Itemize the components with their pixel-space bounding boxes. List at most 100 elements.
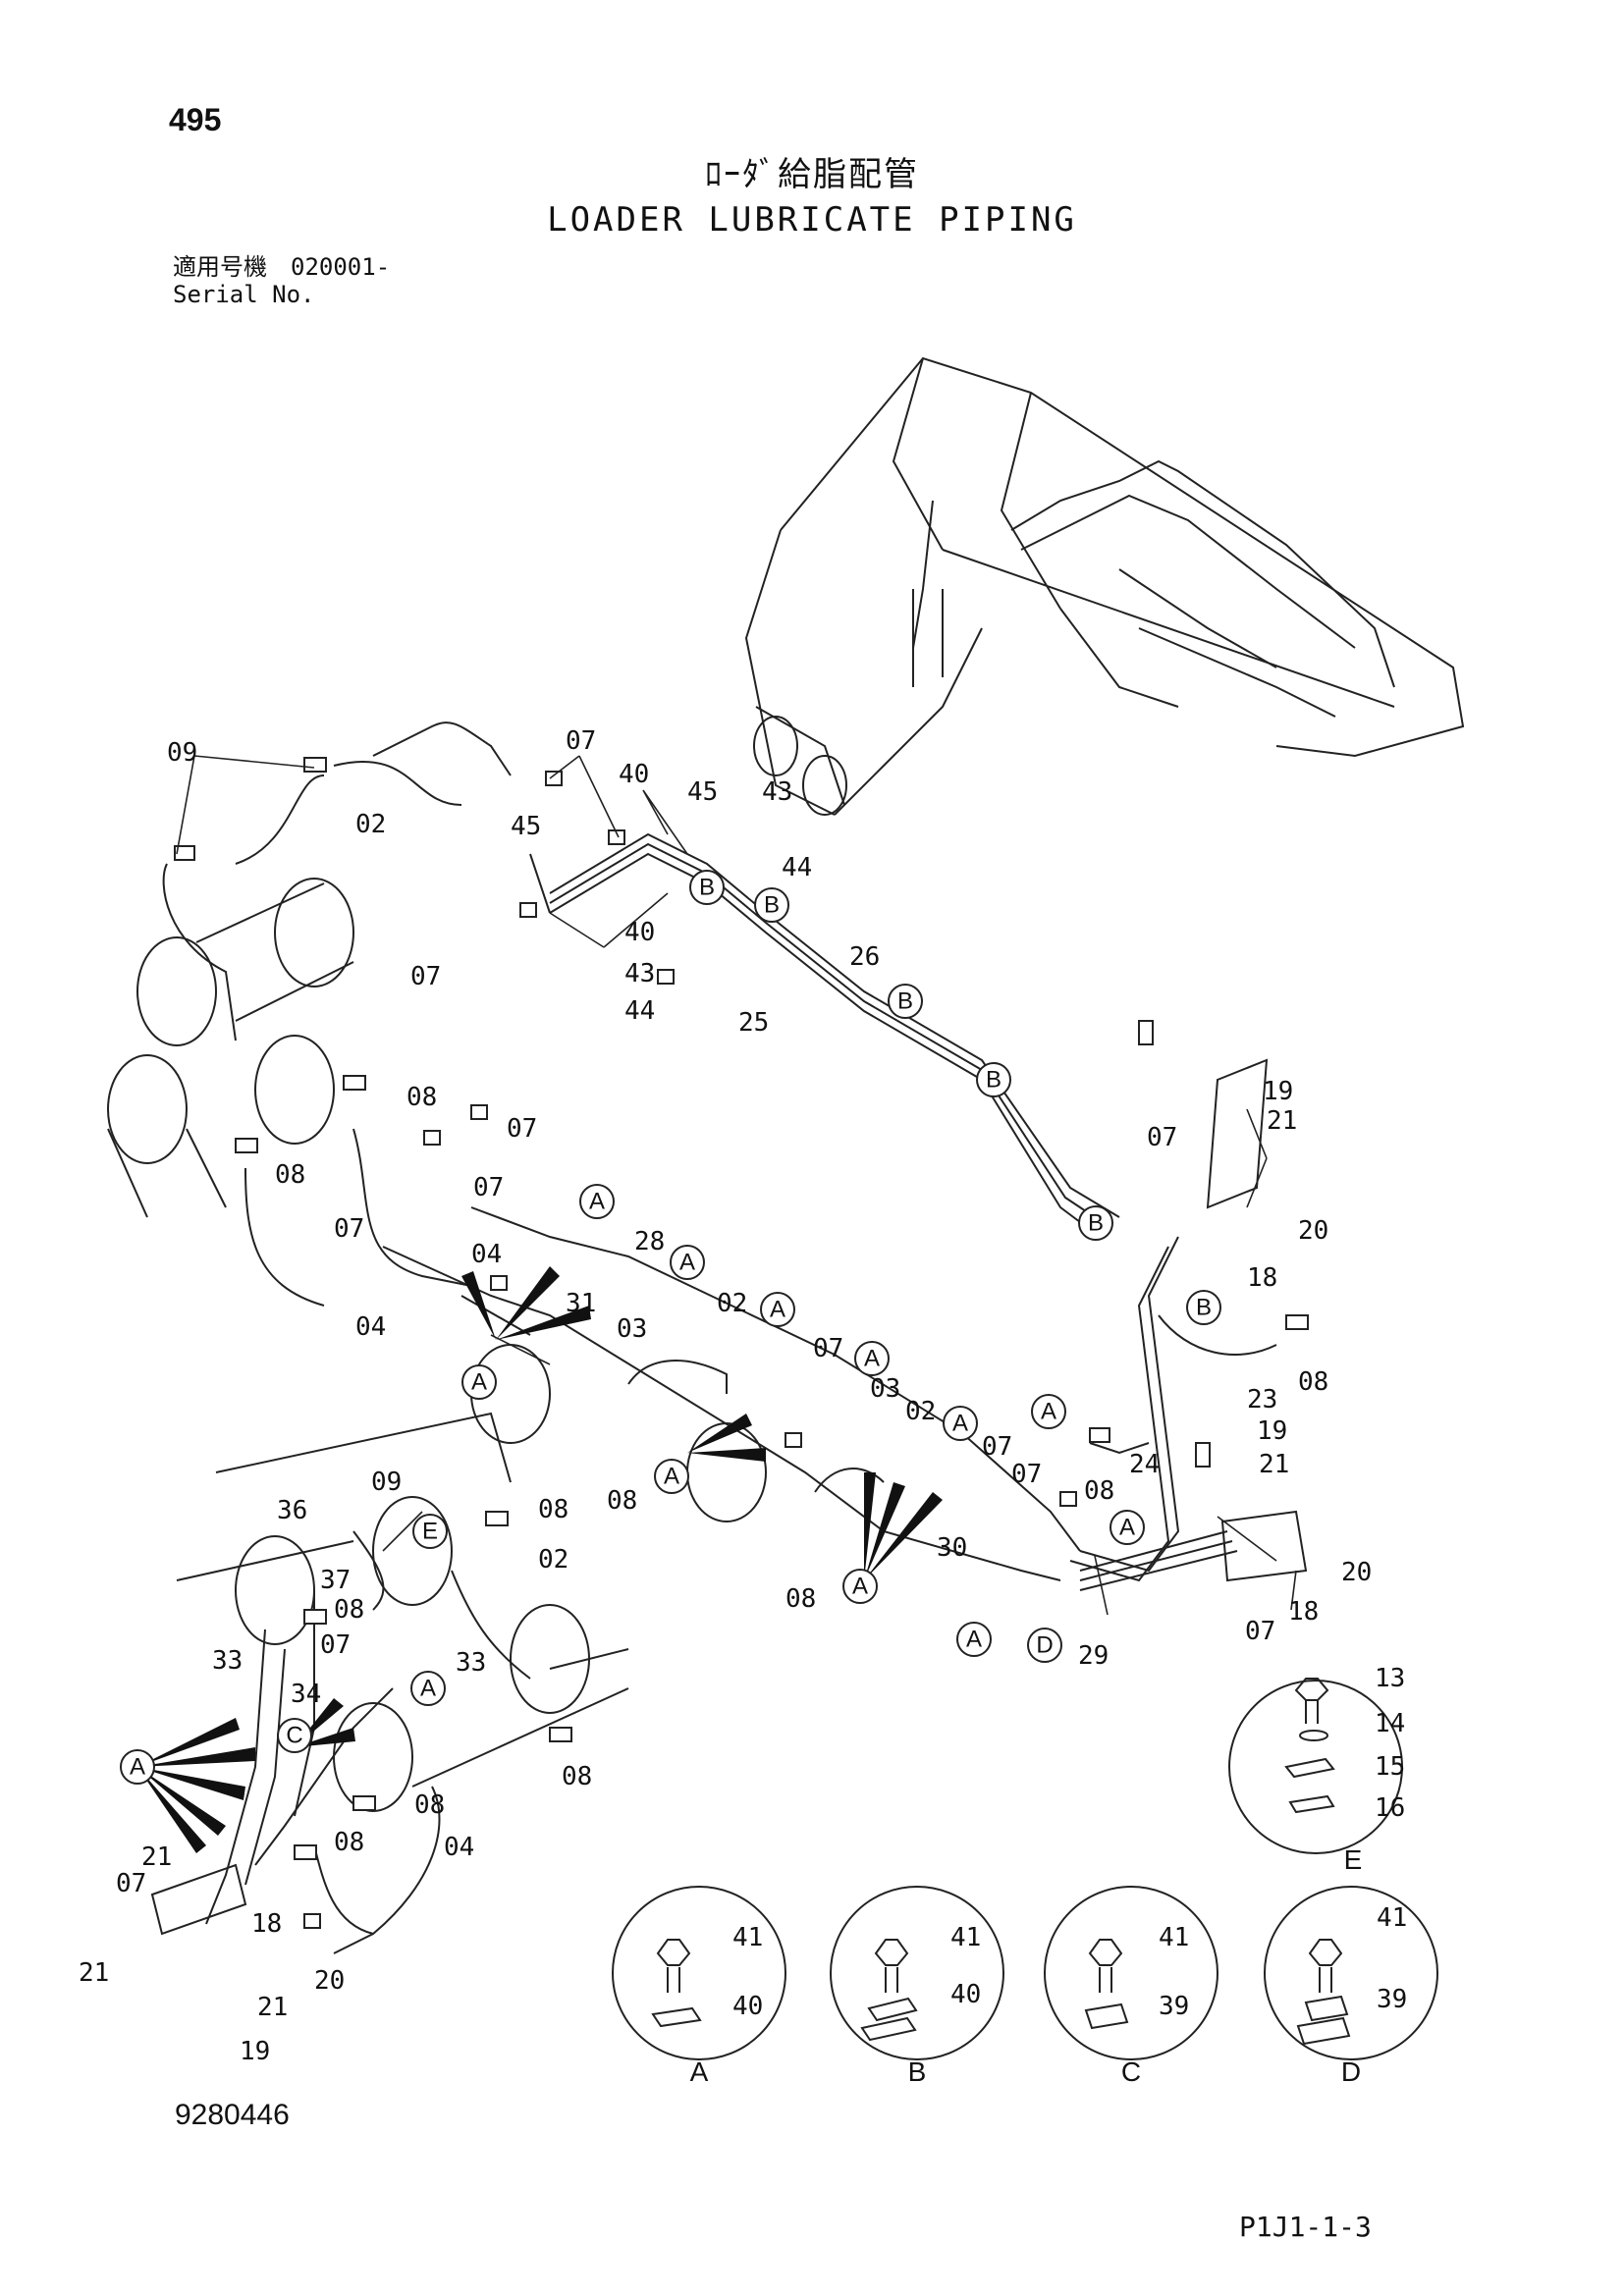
callout-bubble: [1078, 1205, 1113, 1241]
part-label: 08: [562, 1762, 592, 1791]
title-english: LOADER LUBRICATE PIPING: [547, 200, 1077, 240]
part-label: 07: [507, 1114, 537, 1144]
part-label: 08: [1084, 1476, 1114, 1506]
callout-bubble: [1186, 1290, 1221, 1325]
callout-letter: A: [420, 1676, 436, 1702]
part-label: 07: [116, 1869, 146, 1898]
part-label: 09: [371, 1468, 402, 1497]
callout-bubble: [689, 870, 725, 905]
callout-bubble: [956, 1622, 992, 1657]
detail-caption: C: [1121, 2056, 1141, 2087]
callout-letter: C: [286, 1723, 302, 1749]
callout-letter: E: [422, 1519, 438, 1545]
part-label: 28: [634, 1227, 665, 1256]
part-label: 45: [511, 812, 541, 841]
part-label: 08: [785, 1584, 816, 1614]
callout-bubble: [1027, 1628, 1062, 1663]
detail-label: 40: [732, 1992, 763, 2021]
drawing-number: 9280446: [175, 2099, 290, 2131]
part-label: 20: [314, 1966, 345, 1996]
part-label: 18: [251, 1909, 282, 1939]
circle-callouts: [120, 870, 1221, 1785]
detail-view-b: 41 40 B: [830, 1886, 1004, 2087]
part-label: 07: [320, 1630, 351, 1660]
part-label: 07: [473, 1173, 504, 1202]
part-number-labels: 09 02 07 40 45 45 43 44 40 07 43 44 26 2…: [79, 726, 1372, 2066]
part-label: 04: [471, 1240, 502, 1269]
part-label: 08: [414, 1790, 445, 1820]
part-label: 43: [762, 777, 792, 807]
callout-letter: A: [471, 1369, 487, 1396]
callout-bubble: [654, 1459, 689, 1494]
serial-jp: 適用号機 020001-: [173, 253, 391, 281]
callout-bubble: [1031, 1394, 1066, 1429]
part-label: 18: [1288, 1597, 1319, 1627]
callout-letter: A: [864, 1346, 880, 1372]
callout-bubble: [412, 1514, 448, 1549]
detail-label: 41: [950, 1923, 981, 1952]
part-label: 08: [1298, 1367, 1328, 1397]
part-label: 08: [334, 1828, 364, 1857]
callout-bubble: [976, 1062, 1011, 1097]
detail-label: 15: [1375, 1752, 1405, 1782]
part-label: 33: [212, 1646, 243, 1676]
callout-letter: A: [1119, 1515, 1135, 1541]
part-label: 07: [410, 962, 441, 991]
part-label: 18: [1247, 1263, 1277, 1293]
detail-caption: D: [1341, 2056, 1361, 2087]
detail-label: 41: [732, 1923, 763, 1952]
part-label: 44: [624, 996, 655, 1026]
callout-letter: B: [764, 892, 780, 919]
part-label: 08: [334, 1595, 364, 1625]
detail-view-a: 41 40 A: [612, 1886, 786, 2087]
part-label: 37: [320, 1566, 351, 1595]
part-label: 21: [257, 1993, 288, 2022]
part-label: 40: [619, 760, 649, 789]
part-label: 20: [1298, 1216, 1328, 1246]
part-label: 09: [167, 738, 197, 768]
part-label: 36: [277, 1496, 307, 1525]
detail-label: 16: [1375, 1793, 1405, 1823]
detail-view-c: 41 39 C: [1044, 1886, 1218, 2087]
part-label: 20: [1341, 1558, 1372, 1587]
callout-letter: A: [679, 1250, 695, 1276]
detail-label: 39: [1377, 1985, 1407, 2014]
part-label: 02: [717, 1289, 747, 1318]
loader-arm-outline: [744, 356, 1465, 816]
part-label: 07: [1147, 1123, 1177, 1152]
detail-label: 39: [1159, 1992, 1189, 2021]
fittings: [174, 757, 1309, 1929]
callout-letter: A: [770, 1297, 785, 1323]
part-label: 08: [406, 1083, 437, 1112]
part-label: 21: [141, 1842, 172, 1872]
detail-label: 14: [1375, 1709, 1405, 1738]
page-reference: P1J1-1-3: [1239, 2211, 1372, 2243]
detail-view-e: 13 14 15 16 E: [1228, 1664, 1405, 1875]
part-label: 25: [738, 1008, 769, 1038]
callout-bubble: [854, 1341, 890, 1376]
callout-letter: B: [897, 988, 913, 1015]
callout-bubble: [579, 1184, 615, 1219]
arm-top-pipes: [912, 459, 1395, 688]
part-label: 03: [617, 1314, 647, 1344]
part-label: 26: [849, 942, 880, 972]
part-label: 30: [937, 1533, 967, 1563]
part-label: 07: [1011, 1460, 1042, 1489]
detail-caption: B: [908, 2056, 927, 2087]
part-label: 04: [444, 1833, 474, 1862]
callout-letter: A: [130, 1754, 145, 1781]
part-label: 24: [1129, 1450, 1160, 1479]
callout-bubble: [670, 1245, 705, 1280]
callout-letter: A: [1041, 1399, 1056, 1425]
callout-letter: B: [986, 1067, 1001, 1094]
part-label: 19: [240, 2037, 270, 2066]
part-label: 08: [538, 1495, 568, 1524]
leader-lines: [176, 755, 1297, 1616]
part-label: 40: [624, 918, 655, 947]
detail-label: 41: [1377, 1903, 1407, 1933]
part-label: 03: [870, 1374, 900, 1404]
part-label: 19: [1263, 1077, 1293, 1106]
lower-left-assembly: [150, 1412, 629, 1954]
part-label: 21: [1267, 1106, 1297, 1136]
